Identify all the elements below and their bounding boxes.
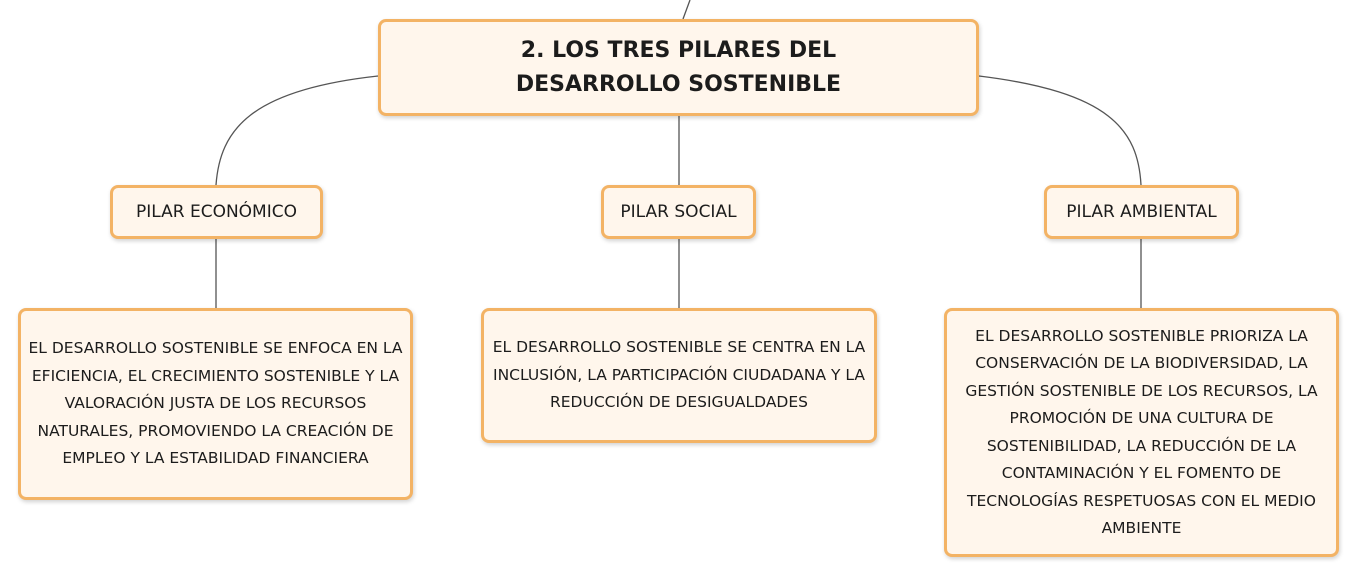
pillar-environmental-node[interactable]: PILAR AMBIENTAL	[1044, 185, 1239, 239]
main-topic-title: 2. LOS TRES PILARES DEL DESARROLLO SOSTE…	[515, 37, 842, 97]
connector-root-environmental	[978, 75, 1142, 186]
economic-description-text: EL DESARROLLO SOSTENIBLE SE ENFOCA EN LA…	[28, 339, 403, 468]
pillar-social-label: PILAR SOCIAL	[620, 202, 737, 222]
main-topic-node[interactable]: 2. LOS TRES PILARES DEL DESARROLLO SOSTE…	[378, 19, 979, 116]
connector-root-economic	[215, 75, 379, 186]
parent-connector	[682, 0, 691, 20]
pillar-environmental-label: PILAR AMBIENTAL	[1066, 202, 1217, 222]
environmental-description-text: EL DESARROLLO SOSTENIBLE PRIORIZA LA CON…	[965, 326, 1318, 538]
pillar-social-node[interactable]: PILAR SOCIAL	[601, 185, 756, 239]
environmental-description-node[interactable]: EL DESARROLLO SOSTENIBLE PRIORIZA LA CON…	[944, 308, 1339, 557]
pillar-economic-node[interactable]: PILAR ECONÓMICO	[110, 185, 323, 239]
social-description-text: EL DESARROLLO SOSTENIBLE SE CENTRA EN LA…	[492, 338, 866, 412]
social-description-node[interactable]: EL DESARROLLO SOSTENIBLE SE CENTRA EN LA…	[481, 308, 877, 443]
pillar-economic-label: PILAR ECONÓMICO	[136, 202, 297, 222]
economic-description-node[interactable]: EL DESARROLLO SOSTENIBLE SE ENFOCA EN LA…	[18, 308, 413, 500]
